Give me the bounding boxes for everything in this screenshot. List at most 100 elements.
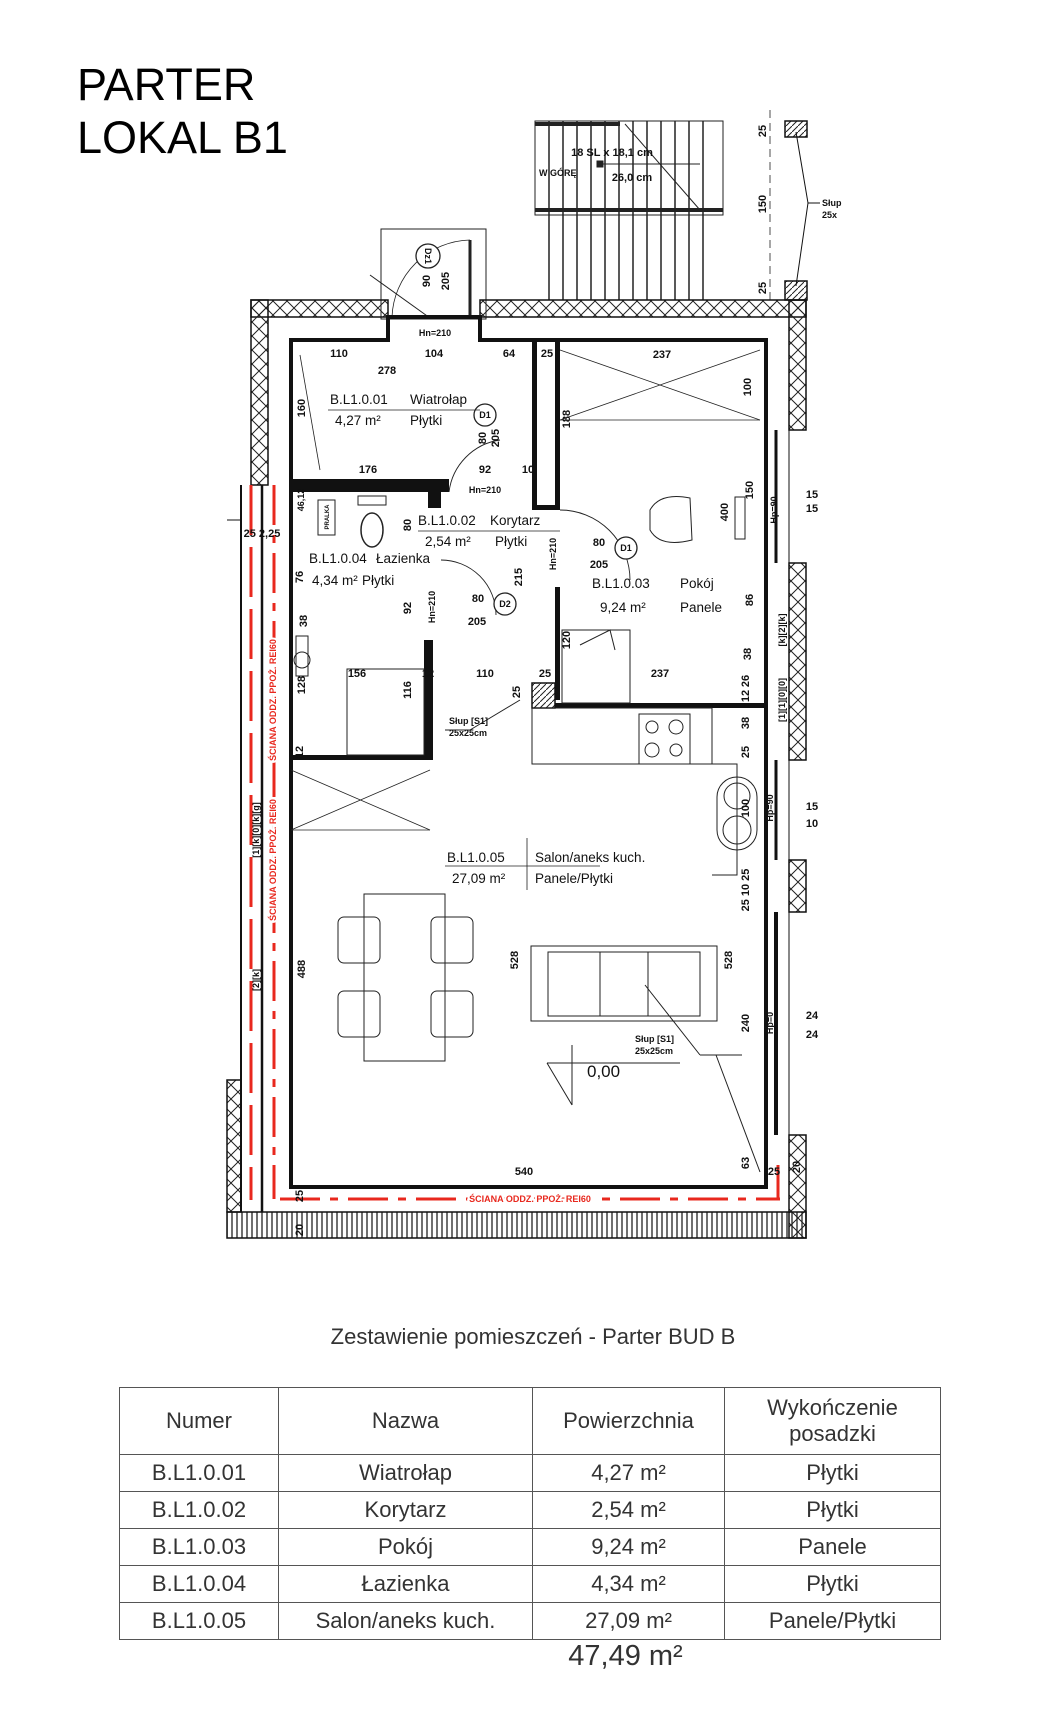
dimension-label: 12 <box>422 668 434 680</box>
dimension-label: 10 <box>806 818 818 830</box>
dimension-label: 488 <box>296 960 308 978</box>
room-name: Łazienka <box>376 551 431 566</box>
dimension-label: 92 <box>479 464 491 476</box>
dimension-label: 116 <box>402 681 414 699</box>
bed <box>561 629 631 704</box>
fire-wall-line <box>249 485 780 1201</box>
dimension-label: 80 <box>593 537 605 549</box>
door-tag-d1: D1 <box>620 543 632 553</box>
room-finish: Płytki <box>495 534 527 549</box>
furniture <box>293 495 761 1173</box>
dimension-label: 20 <box>791 1161 803 1173</box>
cell-number: B.L1.0.04 <box>119 1565 279 1603</box>
room-area: 2,54 m² <box>425 534 471 549</box>
column-header: Numer <box>119 1387 279 1455</box>
dimension-label: 278 <box>378 365 396 377</box>
room-number: B.L1.0.01 <box>330 392 388 407</box>
dimension-label: 205 <box>440 272 452 290</box>
room-area: 4,34 m² <box>312 573 358 588</box>
entrance-door <box>369 228 487 320</box>
room-finish: Płytki <box>362 573 394 588</box>
exterior-walls <box>226 299 807 1239</box>
dimension-label: 38 <box>742 648 754 660</box>
column-header: Wykończenie posadzki <box>724 1387 941 1455</box>
window-tag: [2][k] <box>251 969 261 991</box>
dimension-label: 15 <box>806 503 818 515</box>
room-schedule-table: Numer Nazwa Powierzchnia Wykończenie pos… <box>119 1387 941 1640</box>
dimension-label: 215 <box>513 568 525 586</box>
column-header: Powierzchnia <box>532 1387 725 1455</box>
cooktop <box>638 713 691 765</box>
column-label: Słup [S1] <box>635 1034 674 1044</box>
window-tag: [1][k][0][k][g] <box>251 802 261 858</box>
dimension-label: 240 <box>740 1014 752 1032</box>
cell-finish: Płytki <box>724 1454 941 1492</box>
dimension-label: 38 <box>740 717 752 729</box>
dimension-label: 92 <box>402 602 414 614</box>
column-size: 25x <box>822 210 837 220</box>
room-area: 4,27 m² <box>335 413 381 428</box>
cell-area: 2,54 m² <box>532 1491 725 1529</box>
dining-table <box>363 893 446 1062</box>
room-finish: Płytki <box>410 413 442 428</box>
dimension-label: 205 <box>590 559 608 571</box>
sink-counter <box>712 763 738 876</box>
cell-area: 27,09 m² <box>532 1602 725 1640</box>
floor-title: PARTER <box>77 59 256 110</box>
dimension-label: 150 <box>744 481 756 499</box>
fire-wall-label: ŚCIANA ODDZ. PPOŻ. REI60 <box>469 1193 591 1204</box>
sofa <box>530 945 718 1022</box>
toilet <box>360 512 384 548</box>
dimension-label: 15 <box>806 489 818 501</box>
dimension-label: 160 <box>296 399 308 417</box>
fire-wall-label: ŚCIANA ODDZ. PPOŻ. REI60 <box>267 639 278 761</box>
window-sill-height: Hp=0 <box>765 1012 775 1034</box>
column-label: Słup <box>822 198 842 208</box>
stairs-tread-label: 26,0 cm <box>612 172 653 184</box>
office-chair <box>649 496 693 543</box>
cell-number: B.L1.0.05 <box>119 1602 279 1640</box>
windows <box>227 430 790 1212</box>
cell-finish: Panele <box>724 1528 941 1566</box>
dimension-label: 237 <box>651 668 669 680</box>
room-labels: B.L1.0.01 4,27 m² Wiatrołap Płytki B.L1.… <box>309 392 722 890</box>
dimension-label: 540 <box>515 1166 533 1178</box>
stairs-steps-label: 18 SL x 18,1 cm <box>571 147 653 159</box>
door-height: Hn=210 <box>427 591 437 623</box>
dimension-label: 100 <box>740 799 752 817</box>
dimension-label: 205 <box>490 429 502 447</box>
dimension-label: 64 <box>503 348 516 360</box>
cell-name: Pokój <box>278 1528 533 1566</box>
dimension-label: 80 <box>477 432 489 444</box>
dimension-label: 38 <box>298 615 310 627</box>
room-finish: Panele/Płytki <box>535 871 613 886</box>
dimension-label: 110 <box>476 668 494 680</box>
cell-finish: Płytki <box>724 1491 941 1529</box>
dimension-label: 90 <box>421 275 433 287</box>
dimension-label: 86 <box>744 594 756 606</box>
dimension-label: 188 <box>561 410 573 428</box>
dimension-label: 63 <box>740 1157 752 1169</box>
staircase <box>534 110 771 300</box>
room-number: B.L1.0.02 <box>418 513 476 528</box>
cell-area: 9,24 m² <box>532 1528 725 1566</box>
window-tag: [1][1][0][0] <box>777 678 787 722</box>
window-tag: [k][2][k] <box>777 613 787 646</box>
dimension-label: 128 <box>296 676 308 694</box>
dimension-label: 25 10 25 <box>740 869 752 912</box>
cell-number: B.L1.0.03 <box>119 1528 279 1566</box>
floor-level: 0,00 <box>587 1062 620 1081</box>
door-height: Hn=210 <box>419 328 451 338</box>
fire-wall-label: ŚCIANA ODDZ. PPOŻ. REI60 <box>267 799 278 921</box>
schedule-title: Zestawienie pomieszczeń - Parter BUD B <box>330 1324 736 1349</box>
washer-label: PRALKA <box>325 504 331 530</box>
dimension-label: 237 <box>653 349 671 361</box>
dimension-label: 25 <box>539 668 551 680</box>
dimension-label: 15 <box>806 801 818 813</box>
unit-title: LOKAL B1 <box>77 112 288 163</box>
dimension-label: 12 <box>294 746 306 758</box>
table-header-row: Numer Nazwa Powierzchnia Wykończenie pos… <box>119 1387 941 1455</box>
cell-area: 4,34 m² <box>532 1565 725 1603</box>
